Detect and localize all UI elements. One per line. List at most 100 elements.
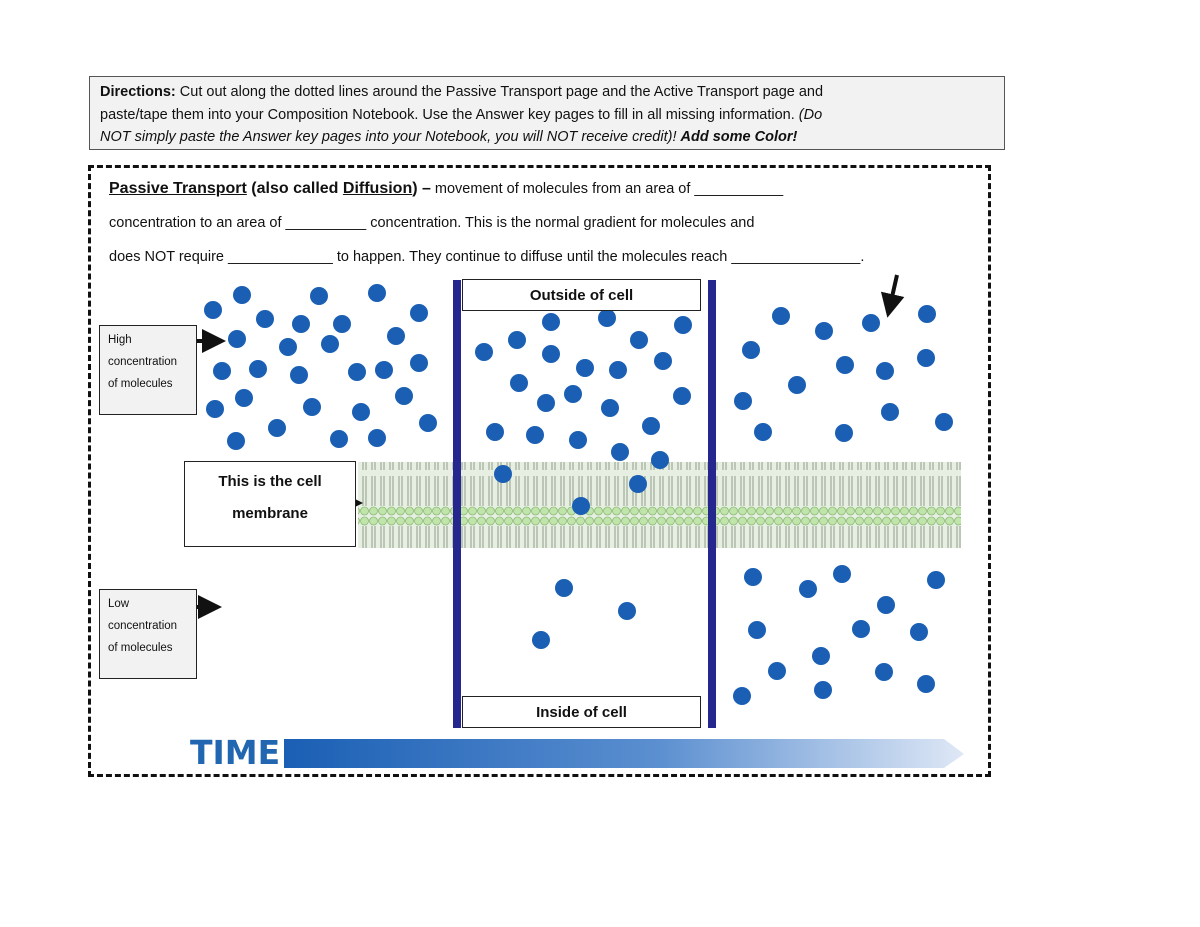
molecule-dot xyxy=(542,345,560,363)
molecule-dot xyxy=(744,568,762,586)
molecule-dot xyxy=(333,315,351,333)
molecule-dot xyxy=(352,403,370,421)
molecule-dot xyxy=(475,343,493,361)
molecule-dot xyxy=(279,338,297,356)
passive-transport-line-1: Passive Transport (also called Diffusion… xyxy=(109,180,783,198)
membrane-label-line-2: membrane xyxy=(232,505,308,522)
molecule-dot xyxy=(368,429,386,447)
molecule-dot xyxy=(799,580,817,598)
molecule-dot xyxy=(303,398,321,416)
molecule-dot xyxy=(835,424,853,442)
molecule-dot xyxy=(572,497,590,515)
molecule-dot xyxy=(651,451,669,469)
high-label-line-2: concentration xyxy=(108,356,178,368)
molecule-dot xyxy=(321,335,339,353)
molecule-dot xyxy=(256,310,274,328)
passive-transport-title: Passive Transport xyxy=(109,180,247,197)
low-concentration-label: Low concentration of molecules xyxy=(99,589,197,679)
molecule-dot xyxy=(642,417,660,435)
molecule-dot xyxy=(927,571,945,589)
molecule-dot xyxy=(836,356,854,374)
low-label-line-2: concentration xyxy=(108,620,178,632)
molecule-dot xyxy=(742,341,760,359)
molecule-dot xyxy=(375,361,393,379)
molecule-dot xyxy=(601,399,619,417)
molecule-dot xyxy=(330,430,348,448)
molecule-dot xyxy=(674,316,692,334)
divider-right xyxy=(708,280,716,728)
molecule-dot xyxy=(876,362,894,380)
molecule-dot xyxy=(233,286,251,304)
outside-of-cell-label: Outside of cell xyxy=(462,279,701,311)
molecule-dot xyxy=(852,620,870,638)
molecule-dot xyxy=(673,387,691,405)
molecule-dot xyxy=(877,596,895,614)
molecule-dot xyxy=(862,314,880,332)
molecule-dot xyxy=(387,327,405,345)
directions-line-2: paste/tape them into your Composition No… xyxy=(100,106,799,123)
definition-start: movement of molecules from an area of __… xyxy=(430,181,784,197)
molecule-dot xyxy=(814,681,832,699)
molecule-dot xyxy=(410,354,428,372)
time-arrow-icon xyxy=(284,739,964,768)
inside-of-cell-label: Inside of cell xyxy=(462,696,701,728)
molecule-dot xyxy=(768,662,786,680)
molecule-dot xyxy=(935,413,953,431)
molecule-dot xyxy=(917,349,935,367)
membrane-label-line-1: This is the cell xyxy=(218,473,322,490)
molecule-dot xyxy=(235,389,253,407)
directions-line-3: NOT simply paste the Answer key pages in… xyxy=(100,129,681,145)
molecule-dot xyxy=(292,315,310,333)
passive-transport-cutout xyxy=(88,165,991,777)
molecule-dot xyxy=(609,361,627,379)
molecule-dot xyxy=(772,307,790,325)
molecule-dot xyxy=(368,284,386,302)
molecule-dot xyxy=(508,331,526,349)
down-arrow-icon xyxy=(880,274,905,318)
molecule-dot xyxy=(917,675,935,693)
molecule-dot xyxy=(611,443,629,461)
molecule-dot xyxy=(754,423,772,441)
molecule-dot xyxy=(395,387,413,405)
diffusion-term: Diffusion xyxy=(342,180,413,197)
molecule-dot xyxy=(629,475,647,493)
molecule-dot xyxy=(268,419,286,437)
molecule-dot xyxy=(290,366,308,384)
molecule-dot xyxy=(510,374,528,392)
molecule-dot xyxy=(881,403,899,421)
high-label-line-1: High xyxy=(108,334,132,346)
molecule-dot xyxy=(537,394,555,412)
molecule-dot xyxy=(833,565,851,583)
molecule-dot xyxy=(555,579,573,597)
also-called-text: (also called xyxy=(246,180,343,197)
molecule-dot xyxy=(206,400,224,418)
molecule-dot xyxy=(249,360,267,378)
divider-left xyxy=(453,280,461,728)
passive-transport-line-2: concentration to an area of __________ c… xyxy=(109,215,755,231)
molecule-dot xyxy=(788,376,806,394)
molecule-dot xyxy=(486,423,504,441)
directions-line-1: Cut out along the dotted lines around th… xyxy=(179,84,824,100)
molecule-dot xyxy=(564,385,582,403)
directions-box: Directions: Cut out along the dotted lin… xyxy=(89,76,1005,150)
molecule-dot xyxy=(748,621,766,639)
molecule-dot xyxy=(227,432,245,450)
directions-label: Directions: xyxy=(100,84,176,100)
molecule-dot xyxy=(654,352,672,370)
molecule-dot xyxy=(542,313,560,331)
molecule-dot xyxy=(734,392,752,410)
molecule-dot xyxy=(310,287,328,305)
molecule-dot xyxy=(526,426,544,444)
molecule-dot xyxy=(204,301,222,319)
molecule-dot xyxy=(875,663,893,681)
molecule-dot xyxy=(228,330,246,348)
molecule-dot xyxy=(815,322,833,340)
molecule-dot xyxy=(812,647,830,665)
passive-transport-line-3: does NOT require _____________ to happen… xyxy=(109,249,865,265)
molecule-dot xyxy=(532,631,550,649)
molecule-dot xyxy=(618,602,636,620)
title-dash: ) – xyxy=(412,180,431,197)
molecule-dot xyxy=(410,304,428,322)
molecule-dot xyxy=(733,687,751,705)
high-label-line-3: of molecules xyxy=(108,378,173,390)
